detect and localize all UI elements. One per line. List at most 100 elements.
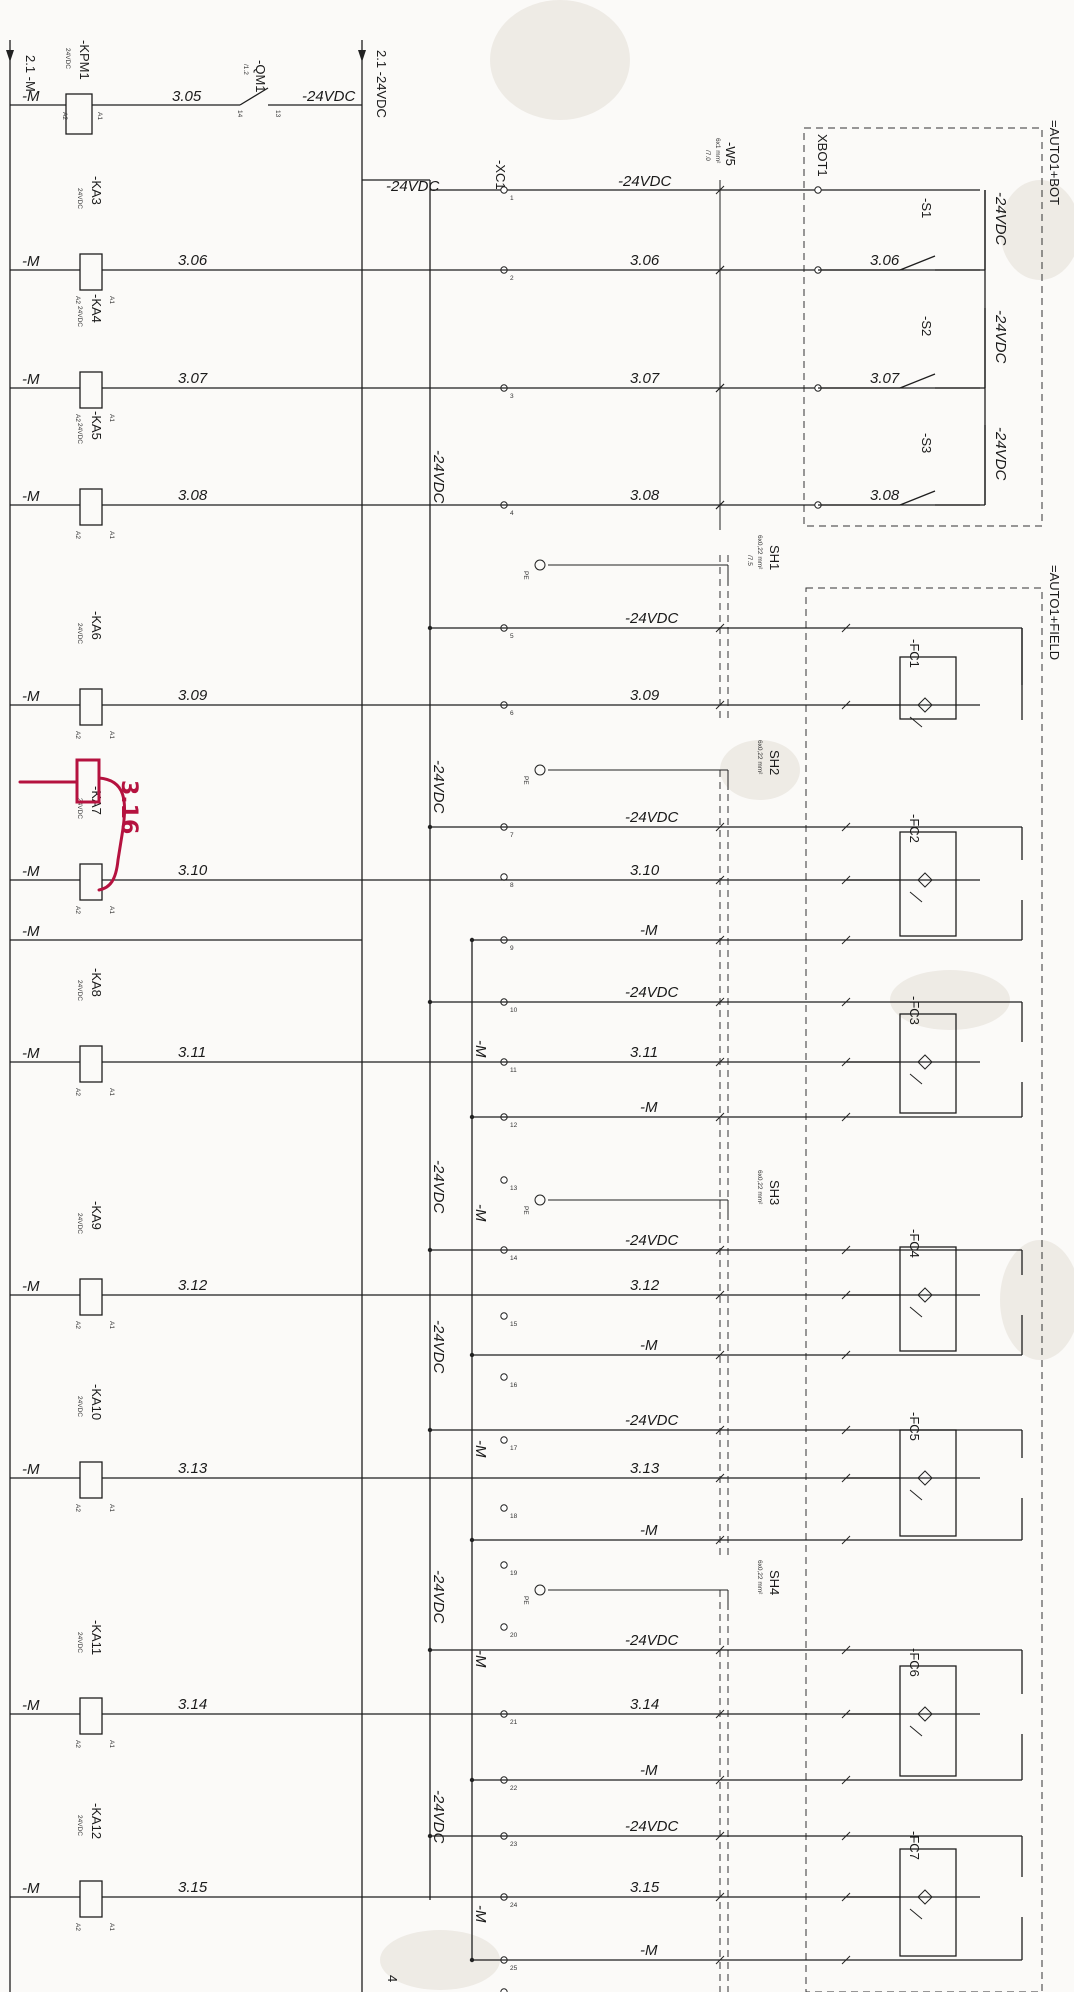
sensor-6-minus-junction	[469, 1957, 475, 1963]
paper-stains	[380, 0, 1074, 1990]
relay-5-name: -KA8	[89, 968, 104, 997]
relay-3-a1: A1	[108, 731, 115, 739]
minus-dist-label-1: -M	[472, 1204, 489, 1222]
sensor-4-contact	[909, 1489, 923, 1501]
sensor-3-signal-cross-field	[841, 1290, 851, 1300]
relay-7-a1: A1	[108, 1504, 115, 1512]
sensor-1-name: -FC2	[907, 814, 922, 843]
sensor-2-minus-cross-field	[841, 1112, 851, 1122]
switch-1-plus: -24VDC	[992, 310, 1009, 364]
cable-SH1-spec: 6x0,22 mm²	[756, 535, 763, 570]
sensor-1-plus-cross-field	[841, 822, 851, 832]
annotation-wire	[18, 776, 127, 892]
relay-5-a2: A2	[74, 1088, 81, 1096]
relay-8-name: -KA11	[89, 1620, 104, 1655]
left-rails: 2.1 -M 2.1 -24VDC 4	[6, 40, 400, 1992]
sensor-1-plus-junction	[427, 824, 433, 830]
relay-9-a1: A1	[108, 1923, 115, 1931]
sensor-6-minus-cross-field	[841, 1955, 851, 1965]
relay-coil-ka8	[79, 1045, 103, 1083]
sensor-3-name: -FC4	[907, 1229, 922, 1258]
w5-cross-2	[715, 383, 725, 393]
sensor-4-plus-junction	[427, 1427, 433, 1433]
sensor-5-minus-cross	[715, 1775, 725, 1785]
sensor-1-plus-label: -24VDC	[625, 809, 679, 826]
sensor-3-symbol	[917, 1287, 933, 1303]
sensor-fc7-box	[899, 1848, 957, 1957]
minus-dist-label-4: -M	[472, 1905, 489, 1923]
sensor-5-minus-cross-field	[841, 1775, 851, 1785]
cable-SH3-pe-symbol	[534, 1194, 546, 1206]
sensor-5-signal-cross-field	[841, 1709, 851, 1719]
switch-0-plus: -24VDC	[992, 192, 1009, 246]
xc1-terminal-num-16: 16	[510, 1382, 518, 1389]
plus-dist-label-3: -24VDC	[430, 1320, 447, 1374]
w5-cross-1	[715, 265, 725, 275]
relay-1-a2: A2	[74, 414, 81, 422]
switch-0-blade	[899, 255, 936, 271]
minus-dist-label-3: -M	[472, 1650, 489, 1668]
relay-1-a1: A1	[108, 414, 115, 422]
kpm1-wire-plus: -24VDC	[302, 88, 356, 105]
qm1-term13: 13	[274, 110, 281, 118]
xc1-terminal-num-2: 2	[510, 275, 514, 282]
sensor-2-minus-label: -M	[640, 1099, 658, 1116]
relay-8-minus-label: -M	[22, 1697, 40, 1714]
plus-dist-label-4: -24VDC	[430, 1570, 447, 1624]
cable-SH4-pe-label: PE	[522, 1596, 529, 1605]
qm1-name: -QM1	[253, 60, 268, 93]
relay-4-wire-label: 3.10	[178, 862, 208, 879]
xc1-terminal-15	[500, 1312, 508, 1320]
relay-1-wire-label: 3.07	[178, 370, 208, 387]
relay-6-a2: A2	[74, 1321, 81, 1329]
relay-0-wire-label: 3.06	[178, 252, 208, 269]
sensor-5-plus-cross	[715, 1645, 725, 1655]
cable-SH1-pe-symbol	[534, 559, 546, 571]
sensor-5-plus-cross-field	[841, 1645, 851, 1655]
w5-cross-0	[715, 185, 725, 195]
sensor-fc1-box	[899, 656, 957, 720]
relay-6-volt: 24VDC	[76, 1213, 83, 1234]
xc1-terminal-num-24: 24	[510, 1902, 518, 1909]
relay-1-name: -KA4	[89, 294, 104, 323]
kpm1-a1: A1	[96, 112, 103, 120]
relay-9-volt: 24VDC	[76, 1815, 83, 1836]
switch-2-plus: -24VDC	[992, 427, 1009, 481]
relay-5-volt: 24VDC	[76, 980, 83, 1001]
relay-coil-ka11	[79, 1697, 103, 1735]
sensor-0-plus-cross	[715, 623, 725, 633]
kpm1-coil	[65, 93, 93, 135]
kpm1-volt: 24VDC	[64, 48, 71, 69]
sensor-fc6-box	[899, 1665, 957, 1777]
sensor-2-plus-cross	[715, 997, 725, 1007]
bus-rail-label: 2.1 -24VDC	[374, 50, 389, 118]
sensor-1-plus-cross	[715, 822, 725, 832]
switch-2-name: -S3	[919, 433, 934, 453]
switch-1-name: -S2	[919, 316, 934, 336]
sensor-6-minus-cross	[715, 1955, 725, 1965]
xc1-label: -XC1	[493, 160, 508, 190]
relay-3-volt: 24VDC	[76, 623, 83, 644]
sensor-fc4-box	[899, 1246, 957, 1352]
sensor-3-minus-label: -M	[640, 1337, 658, 1354]
xc1-terminal-8	[500, 873, 508, 881]
relay-3-wire-label: 3.09	[178, 687, 208, 704]
relay-7-name: -KA10	[89, 1384, 104, 1420]
xc1-terminal-num-19: 19	[510, 1570, 518, 1577]
relay-5-wire-label: 3.11	[178, 1044, 206, 1061]
sensor-1-minus-cross-field	[841, 935, 851, 945]
sensor-0-plus-label: -24VDC	[625, 610, 679, 627]
sensor-4-symbol	[917, 1470, 933, 1486]
sensor-2-symbol	[917, 1054, 933, 1070]
relay-7-a2: A2	[74, 1504, 81, 1512]
relay-5-field-label: 3.11	[630, 1044, 658, 1061]
w5-ref: /7.0	[704, 150, 711, 161]
xc1-terminal-num-12: 12	[510, 1122, 518, 1129]
relay-9-name: -KA12	[89, 1803, 104, 1839]
plus-feed-label: -24VDC	[386, 178, 440, 195]
sensor-2-minus-cross	[715, 1112, 725, 1122]
plus-dist-label-5: -24VDC	[430, 1790, 447, 1844]
left-rail-label: 2.1 -M	[23, 55, 38, 92]
relay-coil-ka10	[79, 1461, 103, 1499]
